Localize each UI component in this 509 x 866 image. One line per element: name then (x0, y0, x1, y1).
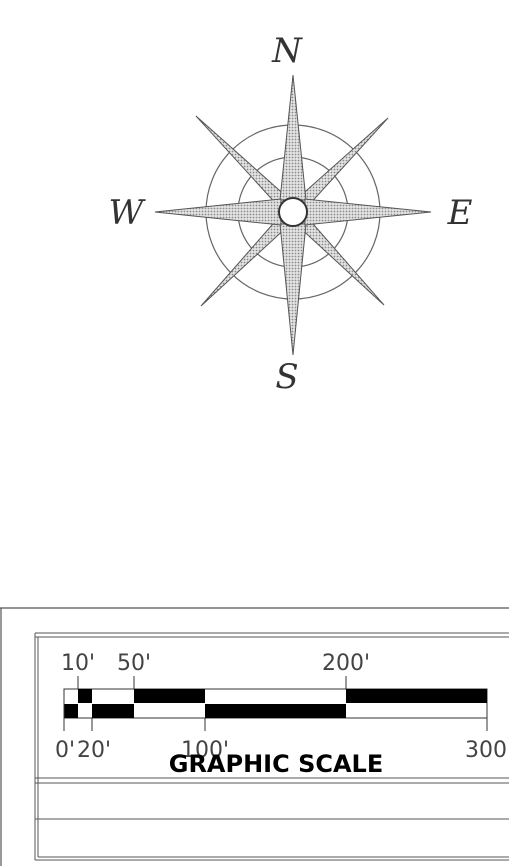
compass-label-south: S (275, 357, 298, 397)
scale-label-100: 100' (181, 738, 229, 763)
compass-point-south (279, 223, 307, 356)
scale-bar-upper-200-300 (346, 689, 487, 703)
scale-label-50: 50' (117, 651, 151, 676)
compass-point-ne (297, 117, 389, 208)
scale-bar-upper-10-20 (78, 689, 92, 703)
compass-center-circle (278, 197, 308, 227)
compass-point-sw (200, 216, 289, 307)
compass-point-east (304, 198, 432, 226)
scale-bar-lower-100-200 (205, 704, 346, 718)
compass-point-nw (195, 115, 289, 208)
graphic-scale: 10' 50' 200' 0' 20' 100' 300 GRAPHIC SCA… (0, 607, 509, 866)
compass-label-north: N (271, 31, 303, 71)
scale-label-200: 200' (322, 651, 370, 676)
compass-label-east: E (447, 193, 473, 233)
scale-label-0: 0' (55, 738, 75, 763)
compass-rose: N S W E (109, 31, 473, 397)
scale-bar-lower-0-10 (64, 704, 78, 718)
compass-label-west: W (109, 193, 147, 233)
scale-bar-lower-20-50 (92, 704, 134, 718)
scale-title: GRAPHIC SCALE (169, 750, 384, 778)
scale-label-20: 20' (77, 738, 111, 763)
scale-label-10: 10' (61, 651, 95, 676)
compass-point-se (297, 216, 385, 306)
compass-point-north (279, 74, 307, 201)
scale-label-300: 300 (465, 738, 507, 763)
compass-point-west (154, 198, 282, 226)
scale-bar-upper-50-100 (134, 689, 205, 703)
